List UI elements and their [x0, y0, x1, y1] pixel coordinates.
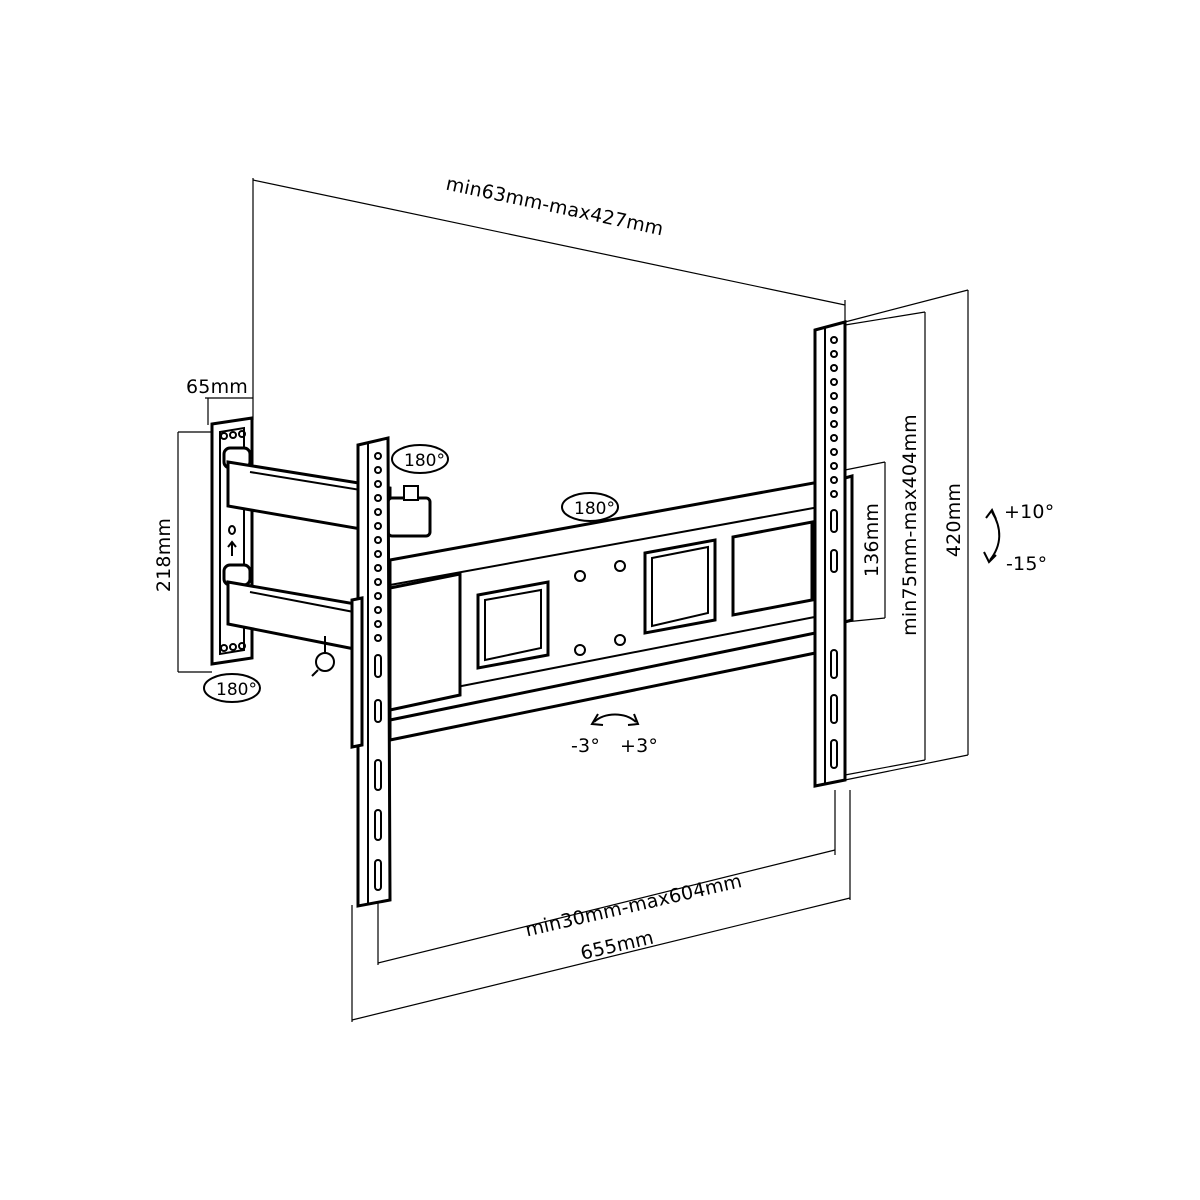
arm-extension-label: min63mm-max427mm	[444, 173, 665, 241]
tilt-up-label: +10°	[1004, 501, 1054, 523]
vesa-hole	[574, 570, 586, 582]
center-plate	[388, 478, 832, 742]
wall-plate-slot	[228, 525, 236, 535]
wall-plate-height-label: 218mm	[153, 518, 175, 592]
level-arrow-head-left	[590, 713, 604, 726]
rotate-wall-label: 180°	[216, 680, 257, 700]
left-bracket-holes	[374, 452, 382, 891]
tv-brackets	[350, 320, 854, 908]
center-plate-flange-top	[389, 504, 831, 586]
vesa-hole	[574, 644, 586, 656]
center-plate-flange-bottom	[389, 613, 831, 701]
vesa-hole	[614, 560, 626, 572]
total-width-label: 655mm	[578, 927, 655, 965]
level-arrow-icon	[593, 713, 637, 723]
dimension-lines	[177, 178, 969, 1022]
wall-plate-hole	[238, 430, 246, 438]
wall-plate-hole	[229, 643, 237, 651]
rotate-arm-label: 180°	[404, 451, 445, 471]
left-bracket-clip	[350, 596, 364, 749]
right-bracket-clip	[843, 474, 854, 624]
plate-height-label: 136mm	[861, 503, 883, 577]
vesa-v-bottom-leader	[844, 759, 926, 776]
wall-plate-hole	[229, 431, 237, 439]
tilt-arrow-head-down	[983, 551, 997, 564]
plate-cutout-inner	[484, 588, 542, 662]
bracket-height-label: 420mm	[943, 483, 965, 557]
level-left-label: -3°	[571, 735, 600, 757]
wall-plate-arrow-icon	[227, 540, 237, 556]
plate-cutout-inner	[651, 545, 709, 628]
rotate-mid-label: 180°	[574, 499, 615, 519]
pivot-block-top	[386, 496, 432, 538]
right-bracket-holes	[830, 336, 838, 769]
key-tail	[311, 669, 319, 677]
level-arrow-head-right	[627, 713, 640, 726]
plate-cutout	[643, 538, 717, 635]
width-dim-line	[351, 897, 851, 1021]
rotate-arm-ring-icon	[391, 444, 449, 474]
wall-plate-hole	[220, 432, 228, 440]
wall-plate-depth-label: 65mm	[186, 376, 248, 398]
pivot-bolt-top	[403, 485, 419, 501]
plate-cutout	[476, 580, 550, 670]
tilt-down-label: -15°	[1006, 553, 1047, 575]
key-ring-icon	[315, 652, 335, 672]
plate-dim-top-leader	[844, 461, 886, 471]
wall-plate-inner	[219, 426, 245, 656]
level-right-label: +3°	[620, 735, 658, 757]
tilt-arrow-head-up	[985, 508, 997, 520]
plate-cutout	[731, 520, 814, 617]
wall-plate-hole	[238, 642, 246, 650]
rotation-markers	[203, 444, 1001, 726]
rotate-mid-ring-icon	[561, 492, 619, 522]
ext-dim-line	[252, 179, 846, 306]
vesa-v-top-leader	[844, 311, 926, 326]
vesa-hole	[614, 634, 626, 646]
vesa-vertical-label: min75mm-max404mm	[899, 414, 921, 636]
rotate-wall-ring-icon	[203, 673, 261, 703]
height-top-leader	[844, 289, 969, 323]
wall-plate-hole	[220, 644, 228, 652]
vesa-h-dim-line	[377, 849, 836, 964]
tilt-arrow-icon	[989, 511, 1001, 561]
center-plate-end	[388, 572, 462, 712]
height-bottom-leader	[844, 754, 969, 781]
